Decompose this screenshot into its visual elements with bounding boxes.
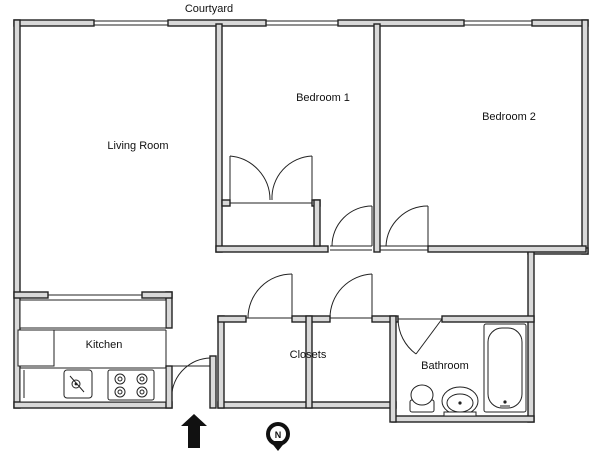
closet-door-bedroom-1 bbox=[229, 155, 313, 201]
stove-icon bbox=[107, 369, 155, 401]
window-top-right bbox=[464, 20, 532, 26]
kitchen-label: Kitchen bbox=[86, 339, 123, 351]
door-closet-left bbox=[246, 273, 293, 319]
door-entry bbox=[171, 357, 211, 404]
living-room-label: Living Room bbox=[107, 140, 168, 152]
closets-label: Closets bbox=[290, 349, 327, 361]
bedroom-1-label: Bedroom 1 bbox=[296, 92, 350, 104]
bathroom-sink-icon bbox=[441, 386, 479, 417]
interior-walls bbox=[13, 23, 587, 423]
bathroom-label: Bathroom bbox=[421, 360, 469, 372]
toilet-icon bbox=[409, 384, 435, 413]
sink-icon bbox=[63, 369, 93, 399]
door-bedroom-2 bbox=[380, 205, 429, 251]
door-closet-right bbox=[329, 273, 373, 319]
door-bedroom-1 bbox=[330, 205, 373, 251]
north-letter: N bbox=[275, 430, 282, 440]
window-top-middle bbox=[266, 20, 338, 26]
courtyard-label: Courtyard bbox=[185, 3, 233, 15]
north-compass-icon: N bbox=[266, 422, 290, 451]
window-top-left bbox=[94, 20, 168, 26]
bedroom-2-label: Bedroom 2 bbox=[482, 111, 536, 123]
entrance-arrow-icon bbox=[181, 414, 207, 448]
bathtub-icon bbox=[483, 323, 527, 413]
door-bathroom bbox=[397, 318, 443, 355]
